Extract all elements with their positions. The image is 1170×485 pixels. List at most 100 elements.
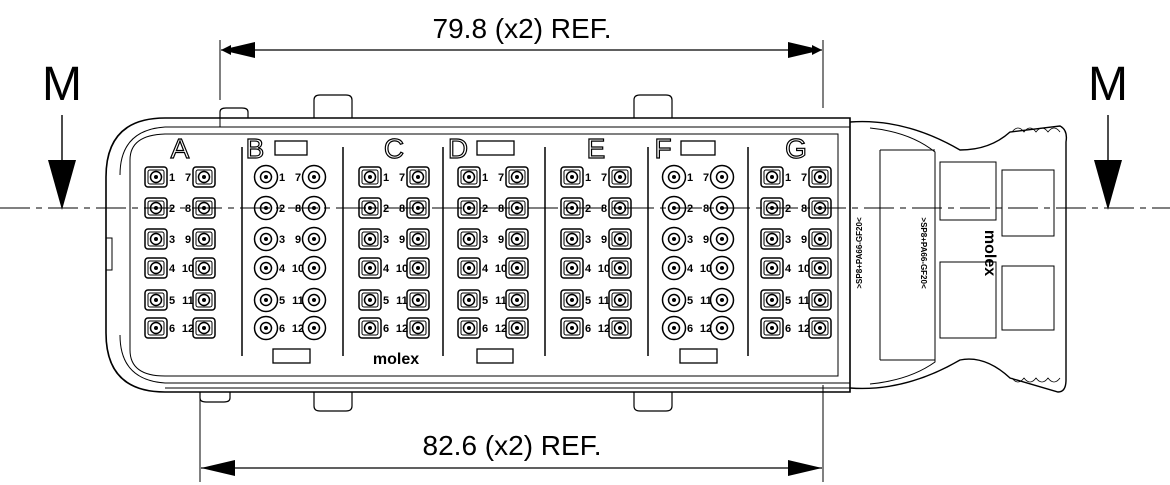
pin-cavity xyxy=(505,317,529,339)
pin-number: 4 xyxy=(169,263,176,275)
pin-number: 10 xyxy=(292,263,304,275)
pin-cavity xyxy=(253,195,279,221)
pin-number: 8 xyxy=(498,203,504,215)
pin-number: 8 xyxy=(801,203,807,215)
pin-cavity xyxy=(457,289,481,311)
pin-cavity xyxy=(457,166,481,188)
pin-number: 3 xyxy=(383,234,389,246)
pin-cavity xyxy=(709,287,735,313)
pin-number: 5 xyxy=(279,295,285,307)
pin-cavity xyxy=(358,166,382,188)
pin-number: 8 xyxy=(185,203,191,215)
pin-number: 6 xyxy=(169,323,175,335)
pin-number: 6 xyxy=(687,323,693,335)
pin-cavity xyxy=(505,257,529,279)
pin-cavity xyxy=(253,226,279,252)
pin-number: 1 xyxy=(279,172,285,184)
pin-cavity xyxy=(505,289,529,311)
pin-number: 3 xyxy=(585,234,591,246)
pin-number: 12 xyxy=(700,323,712,335)
pin-number: 6 xyxy=(785,323,791,335)
pin-number: 4 xyxy=(687,263,694,275)
top-dimension: 79.8 (x2) REF. xyxy=(219,13,824,108)
pin-cavity xyxy=(560,228,584,250)
pin-cavity xyxy=(709,226,735,252)
bottom-dimension-label: 82.6 (x2) REF. xyxy=(423,430,602,461)
pin-number: 3 xyxy=(279,234,285,246)
pin-cavity xyxy=(144,317,168,339)
pin-cavity xyxy=(760,317,784,339)
pin-number: 11 xyxy=(598,295,610,307)
pin-number: 4 xyxy=(383,263,390,275)
pin-cavity xyxy=(709,315,735,341)
pin-number: 11 xyxy=(182,295,194,307)
brand-logo-front: molex xyxy=(373,351,419,368)
pin-number: 7 xyxy=(498,172,504,184)
pin-cavity xyxy=(358,197,382,219)
pin-cavity xyxy=(144,228,168,250)
pin-number: 3 xyxy=(687,234,693,246)
pin-cavity xyxy=(608,166,632,188)
pin-number: 7 xyxy=(703,172,709,184)
pin-cavity xyxy=(608,228,632,250)
column-letter: G xyxy=(785,133,807,164)
top-dimension-label: 79.8 (x2) REF. xyxy=(433,13,612,44)
pin-number: 8 xyxy=(399,203,405,215)
pin-cavity xyxy=(406,228,430,250)
pin-number: 9 xyxy=(185,234,191,246)
pin-number: 5 xyxy=(482,295,488,307)
pin-number: 3 xyxy=(482,234,488,246)
pin-number: 11 xyxy=(798,295,810,307)
pin-cavity xyxy=(358,228,382,250)
pin-cavity xyxy=(301,195,327,221)
pin-number: 5 xyxy=(383,295,389,307)
pin-number: 11 xyxy=(292,295,304,307)
pin-cavity xyxy=(144,166,168,188)
material-marking-latch: >SP8+PA66-GF20< xyxy=(919,217,928,289)
brand-logo-latch: molex xyxy=(981,230,998,276)
pin-cavity xyxy=(808,317,832,339)
pin-cavity xyxy=(406,317,430,339)
pin-number: 2 xyxy=(482,203,488,215)
pin-number: 1 xyxy=(383,172,389,184)
pin-number: 1 xyxy=(687,172,693,184)
pin-number: 7 xyxy=(399,172,405,184)
pin-cavity xyxy=(253,315,279,341)
pin-number: 5 xyxy=(687,295,693,307)
pin-number: 9 xyxy=(703,234,709,246)
material-marking-front: >SP8+PA66-GF20< xyxy=(855,217,864,289)
pin-number: 9 xyxy=(399,234,405,246)
pin-cavity xyxy=(608,197,632,219)
pin-cavity xyxy=(709,255,735,281)
pin-cavity xyxy=(760,197,784,219)
pin-cavity xyxy=(661,315,687,341)
pin-cavity xyxy=(808,166,832,188)
pin-number: 7 xyxy=(601,172,607,184)
pin-cavity xyxy=(253,255,279,281)
pin-number: 8 xyxy=(601,203,607,215)
pin-cavity xyxy=(406,289,430,311)
pin-cavity xyxy=(301,226,327,252)
pin-cavity xyxy=(760,257,784,279)
pin-number: 10 xyxy=(798,263,810,275)
pin-cavity xyxy=(560,197,584,219)
pin-cavity xyxy=(661,226,687,252)
pin-cavity xyxy=(808,197,832,219)
pin-cavity xyxy=(358,317,382,339)
pin-cavity xyxy=(457,197,481,219)
column-letter: D xyxy=(448,133,468,164)
pin-number: 12 xyxy=(798,323,810,335)
pin-number: 6 xyxy=(482,323,488,335)
pin-cavity xyxy=(301,287,327,313)
pin-number: 10 xyxy=(598,263,610,275)
pin-number: 10 xyxy=(495,263,507,275)
pin-cavity xyxy=(192,257,216,279)
pin-number: 5 xyxy=(585,295,591,307)
pin-cavity xyxy=(808,289,832,311)
section-letter-left: M xyxy=(42,58,82,111)
pin-number: 9 xyxy=(601,234,607,246)
